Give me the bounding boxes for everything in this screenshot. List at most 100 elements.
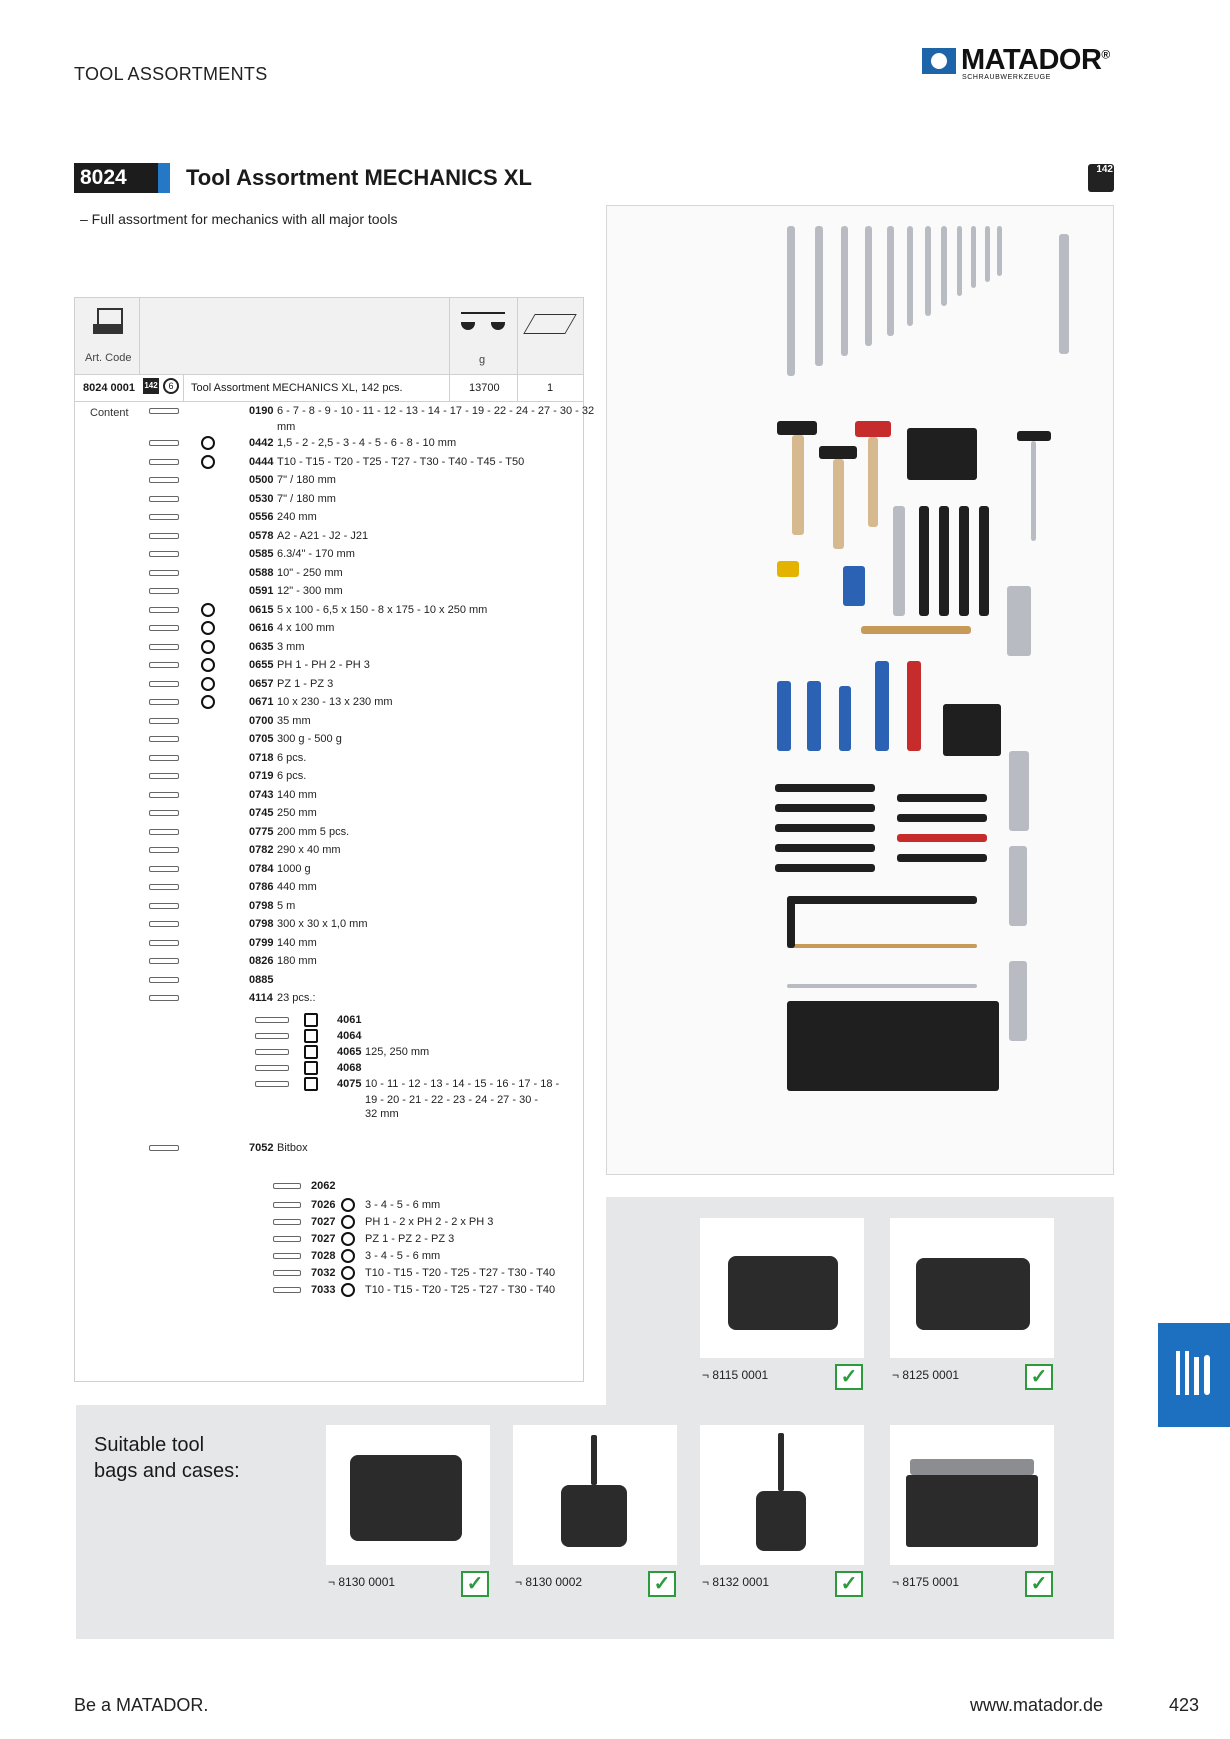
piece-count-icon: 142 bbox=[143, 378, 159, 394]
item-description: 3 - 4 - 5 - 6 mm bbox=[365, 1198, 441, 1211]
profile-symbol-icon bbox=[201, 454, 215, 469]
item-description-continued: mm bbox=[277, 421, 296, 433]
item-description: 6 pcs. bbox=[277, 770, 307, 782]
drive-size-icon bbox=[304, 1012, 318, 1027]
item-description: 5 x 100 - 6,5 x 150 - 8 x 175 - 10 x 250… bbox=[277, 603, 488, 616]
suitable-line-1: Suitable tool bbox=[94, 1434, 205, 1456]
item-description: PH 1 - PH 2 - PH 3 bbox=[277, 659, 370, 671]
item-code: 0798 bbox=[249, 899, 274, 912]
mallet-handle-icon bbox=[868, 437, 878, 527]
main-weight: 13700 bbox=[469, 382, 500, 394]
item-code: 4065 bbox=[337, 1045, 362, 1058]
scale-icon bbox=[461, 312, 505, 338]
circlip-pliers-icon bbox=[1009, 961, 1027, 1041]
tool-thumbnail-icon bbox=[149, 662, 179, 668]
punch-set-icon bbox=[907, 428, 977, 480]
table-header: Art. Code g bbox=[75, 298, 583, 375]
item-code: 0743 bbox=[249, 788, 274, 801]
tool-thumbnail-icon bbox=[149, 717, 179, 724]
content-table: Art. Code g 8024 0001 142 6 Tool Assortm… bbox=[74, 297, 594, 1382]
item-code: 0556 bbox=[249, 511, 274, 523]
item-description: 1,5 - 2 - 2,5 - 3 - 4 - 5 - 6 - 8 - 10 m… bbox=[277, 437, 457, 449]
section-title: TOOL ASSORTMENTS bbox=[74, 64, 268, 84]
table-row: 0885 bbox=[75, 972, 583, 990]
item-description: 6 pcs. bbox=[277, 751, 307, 764]
item-code: 0591 bbox=[249, 585, 274, 597]
item-description: 125, 250 mm bbox=[365, 1045, 430, 1058]
item-description: 240 mm bbox=[277, 511, 317, 523]
check-icon: ✓ bbox=[1025, 1364, 1053, 1390]
drive-size-icon bbox=[304, 1044, 318, 1059]
tool-thumbnail-icon bbox=[273, 1269, 301, 1276]
logo-mark-icon bbox=[922, 48, 956, 74]
water-pump-pliers-icon bbox=[875, 661, 889, 751]
item-description: 10 - 11 - 12 - 13 - 14 - 15 - 16 - 17 - … bbox=[365, 1077, 560, 1090]
file-icon bbox=[919, 506, 929, 616]
footer-slogan: Be a MATADOR. bbox=[74, 1695, 209, 1715]
item-description: 6 - 7 - 8 - 9 - 10 - 11 - 12 - 13 - 14 -… bbox=[277, 405, 595, 417]
tool-thumbnail-icon bbox=[149, 939, 179, 946]
item-code: 0578 bbox=[249, 529, 274, 542]
table-row: 2062 bbox=[75, 1178, 583, 1196]
item-description: 440 mm bbox=[277, 881, 317, 893]
main-code: 8024 0001 bbox=[83, 382, 135, 394]
tool-thumbnail-icon bbox=[273, 1235, 301, 1242]
tool-thumbnail-icon bbox=[149, 958, 179, 964]
profile-symbol-icon bbox=[201, 639, 215, 654]
hacksaw-frame-icon bbox=[787, 896, 977, 904]
article-accent bbox=[158, 163, 170, 193]
tool-thumbnail-icon bbox=[149, 976, 179, 983]
suitable-heading: Suitable tool bags and cases: bbox=[94, 1432, 240, 1484]
item-code: 0745 bbox=[249, 807, 274, 819]
item-description: 4 x 100 mm bbox=[277, 622, 335, 634]
profile-symbol-icon bbox=[201, 436, 215, 450]
profile-symbol-icon bbox=[201, 658, 215, 672]
logo-registered: ® bbox=[1101, 47, 1110, 62]
item-code: 0655 bbox=[249, 659, 274, 671]
item-description: T10 - T15 - T20 - T25 - T27 - T30 - T40 … bbox=[277, 455, 525, 468]
item-code: 0885 bbox=[249, 973, 274, 986]
item-code: 7028 bbox=[311, 1249, 336, 1262]
tool-bag-icon bbox=[916, 1258, 1030, 1330]
item-code: 4061 bbox=[337, 1013, 362, 1026]
wrench-icon bbox=[997, 226, 1002, 276]
main-description: Tool Assortment MECHANICS XL, 142 pcs. bbox=[191, 382, 403, 394]
item-description: 300 x 30 x 1,0 mm bbox=[277, 918, 368, 930]
item-description: 290 x 40 mm bbox=[277, 844, 341, 856]
adjustable-wrench-icon bbox=[1059, 234, 1069, 354]
category-side-tab[interactable] bbox=[1158, 1323, 1230, 1427]
item-code: 0616 bbox=[249, 622, 274, 634]
t-handle-shaft-icon bbox=[1031, 441, 1036, 541]
suitable-line-2: bags and cases: bbox=[94, 1460, 240, 1482]
wire-brush-icon bbox=[861, 626, 971, 634]
tool-thumbnail-icon bbox=[255, 1080, 289, 1087]
wrench-icon bbox=[787, 226, 795, 376]
page-title: Tool Assortment MECHANICS XL bbox=[186, 165, 532, 190]
bit-profile-icon bbox=[341, 1197, 355, 1212]
item-description: Bitbox bbox=[277, 1141, 308, 1154]
tool-thumbnail-icon bbox=[149, 754, 179, 761]
item-description: 140 mm bbox=[277, 788, 317, 801]
wrench-icon bbox=[985, 226, 990, 282]
pliers-icon bbox=[839, 686, 851, 751]
item-code: 0719 bbox=[249, 770, 274, 782]
footer-url[interactable]: www.matador.de bbox=[970, 1695, 1104, 1715]
tool-thumbnail-icon bbox=[149, 440, 179, 446]
wrench-icon bbox=[841, 226, 848, 356]
